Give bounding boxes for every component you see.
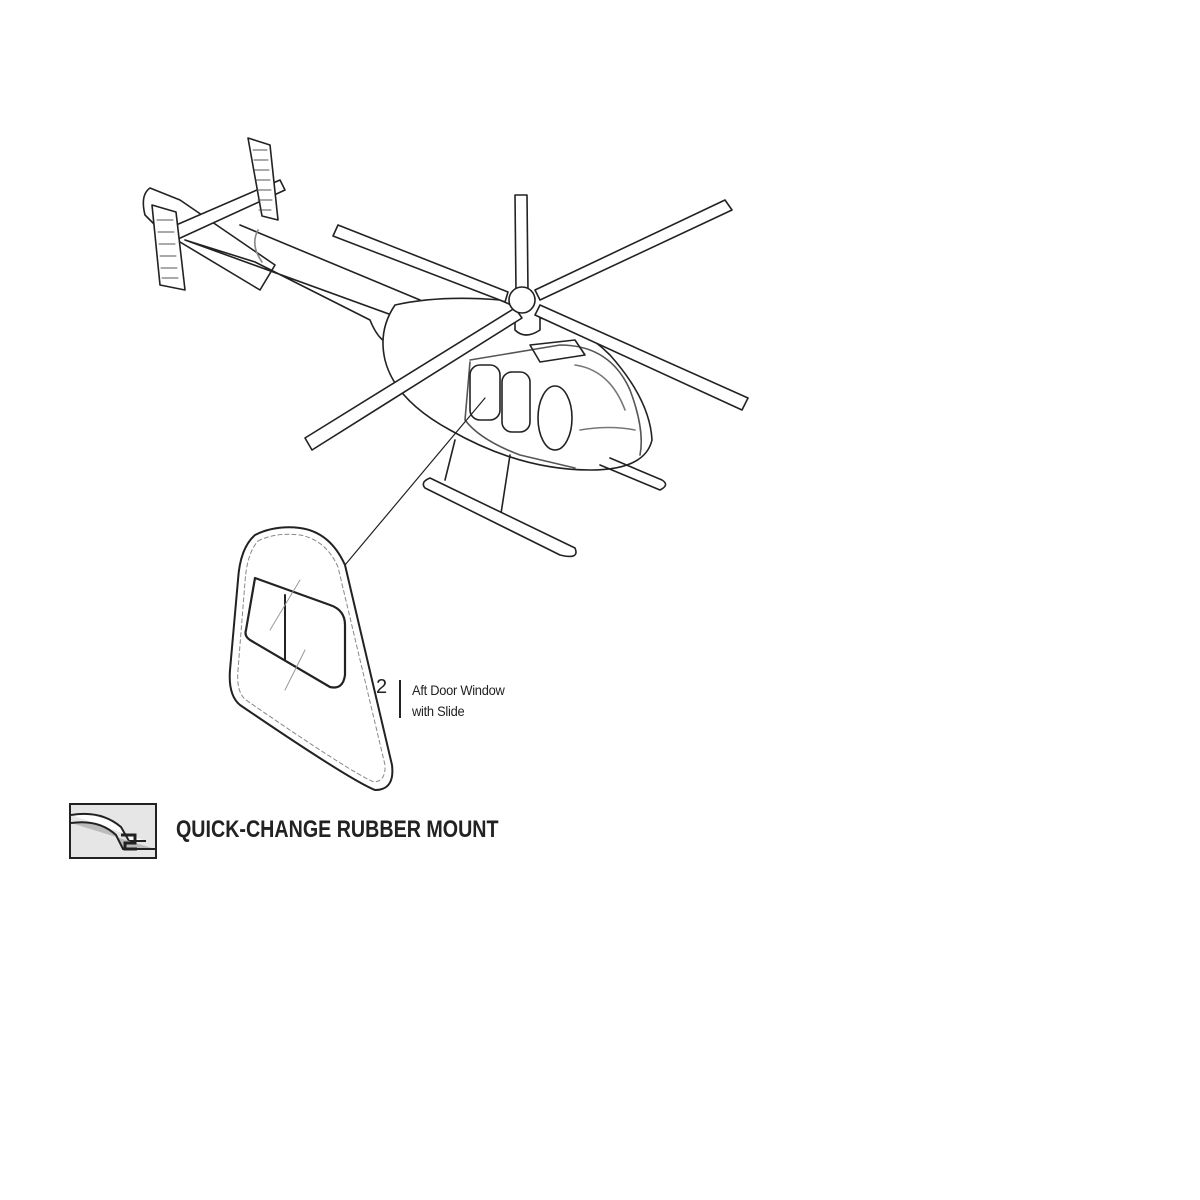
leader-line xyxy=(344,397,486,566)
aft-door-window-detail xyxy=(228,526,394,791)
callout-divider xyxy=(399,680,401,718)
callout-label: Aft Door Window with Slide xyxy=(412,680,505,722)
tail-assembly xyxy=(142,137,286,291)
callout-number: 2 xyxy=(376,676,388,698)
aft-door-window xyxy=(469,364,501,421)
landing-skids xyxy=(422,439,667,558)
legend-title: QUICK-CHANGE RUBBER MOUNT xyxy=(176,816,499,843)
callout-label-line1: Aft Door Window xyxy=(412,682,505,698)
main-rotor xyxy=(304,194,749,451)
rubber-mount-icon xyxy=(69,803,157,859)
callout-label-line2: with Slide xyxy=(412,703,465,719)
